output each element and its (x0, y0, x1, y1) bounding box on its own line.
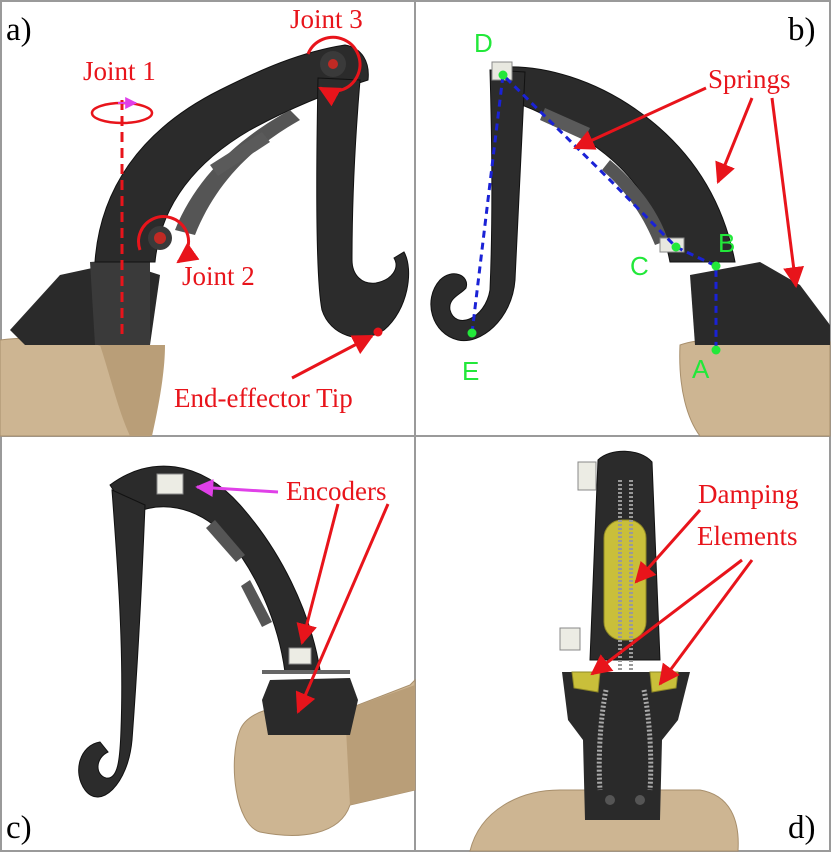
dashed-linkage (470, 71, 718, 350)
encoder-arrow-top (195, 479, 279, 497)
point-b-label: B (718, 228, 735, 258)
damping-label-line2: Elements (697, 521, 797, 551)
point-a (711, 345, 721, 355)
arm-a (94, 44, 369, 263)
joint3-label: Joint 3 (290, 4, 363, 34)
joint2-rotation-icon (137, 215, 200, 264)
panel-a-letter: a) (6, 12, 32, 48)
mount-d (562, 672, 690, 820)
hook-c (78, 489, 146, 798)
point-c-label: C (630, 251, 649, 281)
mount-b (690, 262, 830, 345)
hook-a (316, 77, 410, 338)
joint2-label: Joint 2 (182, 261, 255, 291)
panel-b-letter: b) (788, 12, 816, 48)
panel-d-letter: d) (788, 810, 816, 846)
damping-arrow-2 (590, 558, 743, 676)
base-d (469, 789, 739, 852)
point-e-label: E (462, 356, 479, 386)
springs-arrow-3 (770, 97, 805, 289)
point-b (711, 261, 721, 271)
encoder-arrow-low (295, 503, 390, 714)
springs-arrow-2 (715, 97, 754, 184)
panel-a: a) Joint 1 Joint 2 Joint 3 End-effector … (0, 4, 410, 437)
damping-arrow-3 (658, 559, 754, 686)
joint1-label: Joint 1 (83, 56, 156, 86)
springs-label: Springs (708, 64, 791, 94)
tip-arrow (291, 334, 374, 380)
joint3-rotation-icon (306, 35, 362, 107)
panel-b: A B C D E b) Springs (430, 12, 831, 437)
point-d-label: D (474, 28, 493, 58)
damping-label-line1: Damping (698, 479, 799, 509)
point-e (467, 328, 477, 338)
point-d (498, 70, 508, 80)
encoder-arrow-mid (296, 503, 340, 646)
springs-arrow-1 (573, 86, 707, 150)
damping-arrow-1 (634, 509, 702, 584)
hook-b (430, 69, 526, 342)
point-c (671, 242, 681, 252)
panel-c: c) Encoders (6, 465, 416, 846)
encoders-label: Encoders (286, 476, 386, 506)
panel-d: d) Damping Elements (469, 450, 816, 852)
panel-c-letter: c) (6, 810, 32, 846)
tip-label: End-effector Tip (174, 383, 353, 413)
point-a-label: A (692, 354, 710, 384)
